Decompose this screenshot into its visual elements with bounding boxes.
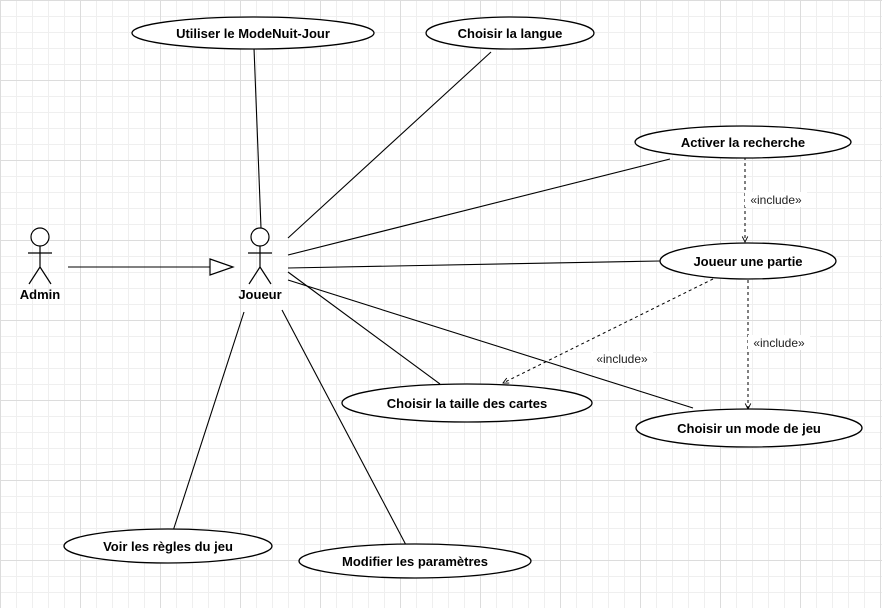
- include-label-mode: «include»: [753, 336, 805, 350]
- use-case-label: Voir les règles du jeu: [103, 539, 233, 554]
- stick-figure-icon: [28, 227, 52, 285]
- stick-figure-icon: [248, 227, 272, 285]
- use-case-activer-recherche[interactable]: Activer la recherche: [634, 125, 852, 159]
- use-case-mode-nuit-jour[interactable]: Utiliser le ModeNuit-Jour: [131, 16, 375, 50]
- include-line-partie-taille: [503, 278, 714, 383]
- use-case-voir-regles[interactable]: Voir les règles du jeu: [63, 528, 273, 564]
- use-case-label: Choisir un mode de jeu: [677, 421, 821, 436]
- assoc-modifier-parametres: [281, 309, 407, 546]
- use-case-choisir-langue[interactable]: Choisir la langue: [425, 16, 595, 50]
- include-label-recherche: «include»: [750, 193, 802, 207]
- use-case-label: Activer la recherche: [681, 135, 805, 150]
- use-case-label: Joueur une partie: [693, 254, 802, 269]
- assoc-choisir-langue: [287, 51, 492, 239]
- assoc-voir-regles: [172, 311, 245, 532]
- assoc-taille-cartes: [287, 271, 441, 385]
- use-case-jouer-partie[interactable]: Joueur une partie: [659, 242, 837, 280]
- use-case-choisir-taille-cartes[interactable]: Choisir la taille des cartes: [341, 383, 593, 423]
- actor-admin-label: Admin: [20, 287, 61, 302]
- use-case-label: Utiliser le ModeNuit-Jour: [176, 26, 330, 41]
- use-case-label: Modifier les paramètres: [342, 554, 488, 569]
- include-relations: [503, 157, 748, 409]
- actor-joueur-label: Joueur: [238, 287, 281, 302]
- actor-admin[interactable]: Admin: [20, 227, 61, 302]
- use-case-label: Choisir la taille des cartes: [387, 396, 547, 411]
- use-case-modifier-parametres[interactable]: Modifier les paramètres: [298, 543, 532, 579]
- generalization-admin-joueur: [68, 258, 235, 276]
- actor-joueur[interactable]: Joueur: [238, 227, 282, 302]
- assoc-activer-recherche: [287, 158, 671, 256]
- assoc-mode-jeu: [287, 279, 694, 409]
- include-label-taille: «include»: [596, 352, 648, 366]
- assoc-mode-nuit-jour: [253, 47, 262, 229]
- associations: [172, 47, 694, 546]
- use-case-label: Choisir la langue: [458, 26, 563, 41]
- assoc-jouer-partie: [287, 260, 661, 269]
- use-case-choisir-mode-jeu[interactable]: Choisir un mode de jeu: [635, 408, 863, 448]
